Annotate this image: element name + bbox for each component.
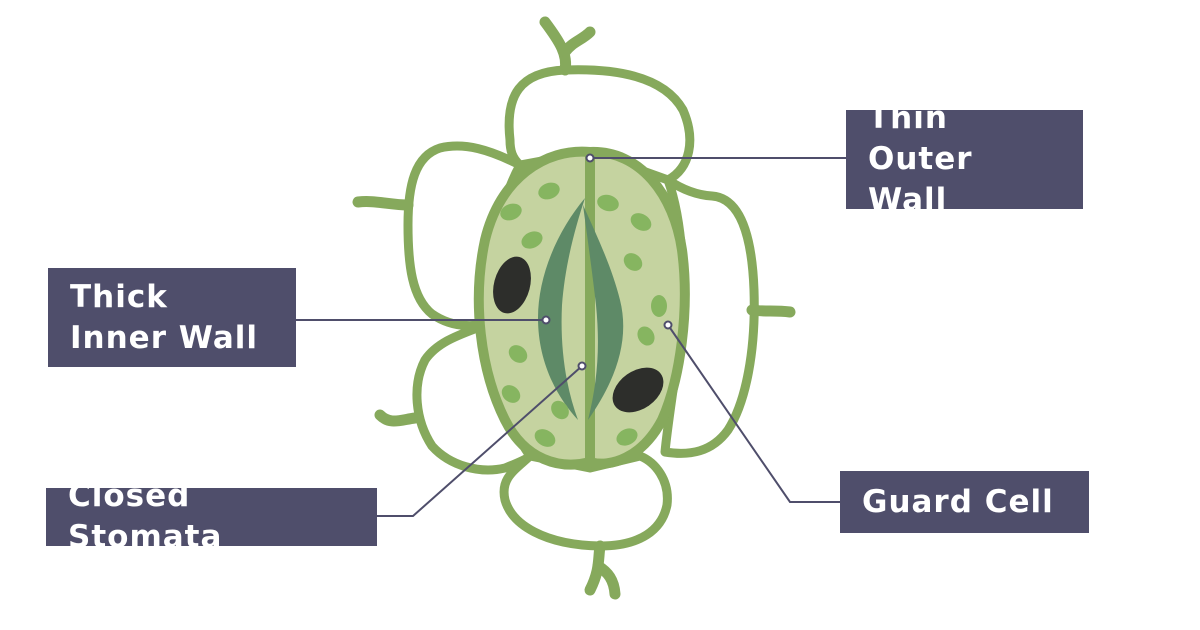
chloroplast: [551, 400, 569, 420]
label-closed-stomata: Closed Stomata: [46, 478, 377, 555]
chloroplast: [630, 213, 652, 231]
chloroplast: [534, 429, 556, 447]
chloroplast: [623, 253, 643, 271]
chloroplast: [597, 194, 619, 212]
wall-projections: [352, 16, 796, 600]
leader-line-guard-cell: [667, 324, 840, 503]
nucleus-right: [612, 367, 664, 413]
chloroplast: [538, 182, 560, 200]
projection-left-upper: [352, 196, 414, 211]
label-thick-inner-wall-text: Thick Inner Wall: [70, 278, 259, 356]
thick-inner-wall-right: [583, 205, 624, 420]
chloroplast: [501, 385, 521, 403]
epidermal-cell-bottom: [499, 451, 672, 551]
leader-line-stomata: [377, 365, 583, 517]
chloroplast: [616, 428, 638, 446]
projection-bottom-side: [592, 560, 621, 600]
projection-left-lower: [374, 409, 421, 427]
leader-dots: [541, 153, 673, 371]
label-thick-inner-wall: Thick Inner Wall: [48, 268, 296, 367]
chloroplast: [521, 231, 543, 249]
label-thin-outer-wall: Thin Outer Wall: [846, 100, 1083, 218]
leader-lines: [296, 157, 846, 517]
label-guard-cell: Guard Cell: [840, 471, 1089, 533]
chloroplasts: [500, 182, 667, 447]
projection-top-side: [559, 26, 596, 58]
chloroplast: [637, 326, 655, 346]
projection-right: [746, 304, 796, 318]
leader-dot-guard-cell: [663, 320, 673, 330]
thick-inner-wall-left: [538, 198, 585, 420]
label-closed-stomata-text: Closed Stomata: [68, 478, 223, 555]
projection-top: [539, 16, 572, 76]
chloroplast: [500, 203, 522, 221]
leader-dot-outer-wall: [585, 153, 595, 163]
label-guard-cell-text: Guard Cell: [862, 483, 1054, 520]
leader-dot-inner-wall: [541, 315, 551, 325]
leader-dot-stomata: [577, 361, 587, 371]
chloroplast: [651, 295, 667, 317]
nucleus-left: [493, 256, 531, 314]
label-thin-outer-wall-text: Thin Outer Wall: [868, 100, 973, 218]
chloroplast: [508, 345, 528, 363]
